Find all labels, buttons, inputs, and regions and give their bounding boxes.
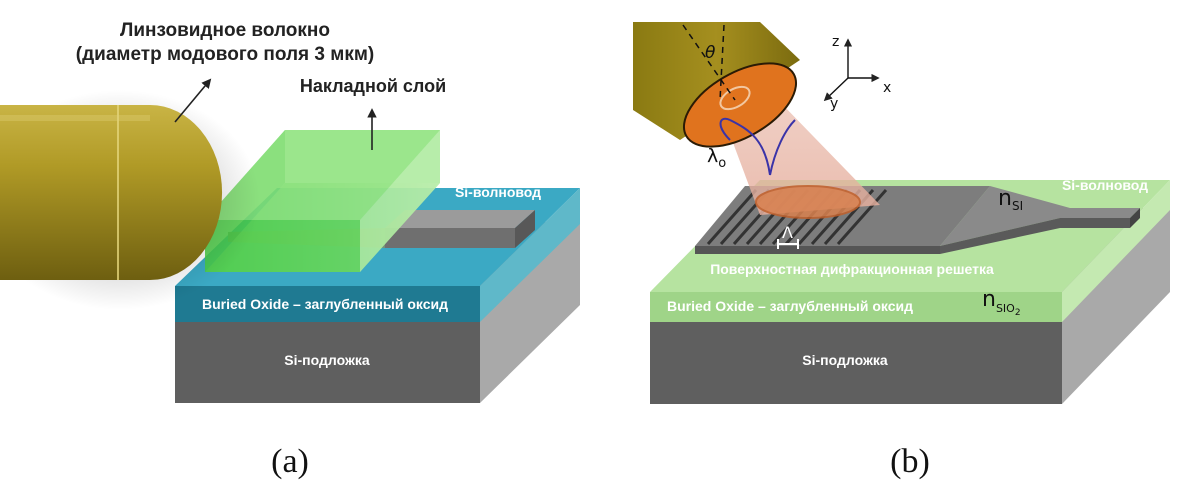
substrate-label-a: Si-подложка: [284, 352, 370, 368]
oxide-label-a: Buried Oxide – заглубленный оксид: [202, 296, 448, 312]
cladding-label: Накладной слой: [300, 76, 446, 96]
period-marker: Λ: [777, 223, 799, 249]
n-sio2-label: nSIO2: [982, 287, 1021, 318]
fiber-label-line1: Линзовидное волокно: [120, 20, 330, 41]
caption-b: (b): [890, 443, 930, 480]
wavelength-symbol: λo: [707, 145, 726, 171]
substrate-label-b: Si-подложка: [802, 352, 888, 368]
grating-groove: [836, 189, 888, 245]
fiber-pointer-arrow: [174, 78, 212, 123]
period-symbol: Λ: [782, 223, 793, 242]
fiber-label-line2: (диаметр модового поля 3 мкм): [76, 44, 374, 65]
panel-b: θ λo z x y Λ nSI nSIO2 Si-волновод Повер…: [633, 22, 1170, 480]
light-spot: [755, 185, 861, 219]
panel-a: Линзовидное волокно (диаметр модового по…: [0, 20, 580, 480]
axis-x-label: x: [883, 80, 891, 96]
lensed-fiber: [0, 90, 260, 310]
axis-z-label: z: [832, 34, 839, 50]
axis-y-label: y: [830, 96, 838, 112]
theta-symbol: θ: [705, 43, 716, 63]
si-waveguide-label-b: Si-волновод: [1062, 177, 1148, 193]
n-si-label: nSI: [998, 186, 1023, 213]
oxide-label-b: Buried Oxide – заглубленный оксид: [667, 298, 913, 314]
si-waveguide-label-a: Si-волновод: [455, 184, 541, 200]
grating-groove: [706, 189, 758, 245]
grating-label: Поверхностная дифракционная решетка: [710, 261, 994, 277]
cleaved-fiber: [633, 22, 800, 176]
si-waveguide-b: [940, 186, 1140, 254]
axes-triad: z x y: [823, 34, 891, 112]
caption-a: (a): [271, 443, 309, 480]
